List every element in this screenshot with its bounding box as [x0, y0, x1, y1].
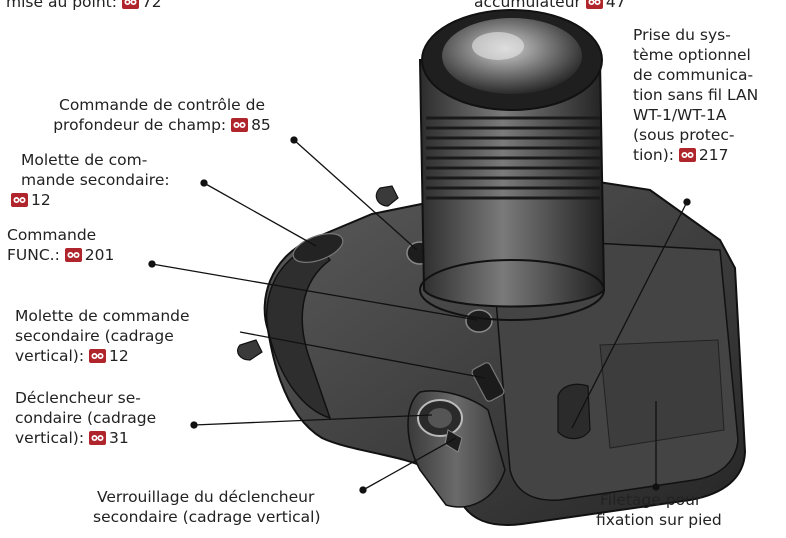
camera-body: [237, 174, 747, 526]
label-dof-preview: Commande de contrôle de profondeur de ch…: [26, 95, 298, 135]
label-sub-command-dial: Molette de com- mande secondaire: 12: [9, 150, 170, 210]
label-lan-line2: tème optionnel: [633, 46, 751, 64]
leader-dot-wireless-lan: [683, 198, 691, 206]
leader-wireless-lan: [571, 201, 688, 429]
label-lan-line7: tion):: [633, 146, 674, 164]
leader-dot-tripod-socket: [652, 483, 660, 491]
label-tripod-line1: Filetage pour: [600, 491, 702, 509]
label-battery-partial: accumulateur 47: [474, 0, 626, 12]
leader-dot-vertical-shutter: [190, 421, 198, 429]
label-battery-page: 47: [605, 0, 626, 11]
label-sub-dial-line2: mande secondaire:: [21, 171, 170, 189]
page-reference-icon: [678, 148, 696, 162]
label-tripod-line2: fixation sur pied: [596, 511, 722, 529]
label-vsd-line2: secondaire (cadrage: [15, 327, 174, 345]
leader-dot-shutter-lock: [359, 486, 367, 494]
label-lan-line3: de communica-: [633, 66, 754, 84]
leader-vertical-sub-dial: [239, 331, 486, 379]
label-func-page: 201: [84, 246, 115, 264]
page-reference-icon: [89, 431, 106, 445]
label-vs-line3: vertical):: [15, 429, 85, 447]
leader-vertical-shutter: [193, 414, 433, 426]
label-battery-text: accumulateur: [474, 0, 581, 11]
leader-func-button: [151, 263, 478, 321]
camera-lens: [418, 9, 606, 321]
leader-dot-sub-command-dial: [200, 179, 208, 187]
label-vsd-line1: Molette de commande: [15, 307, 190, 325]
label-lock-line2: secondaire (cadrage vertical): [93, 508, 321, 526]
label-vsd-line3: vertical):: [15, 347, 85, 365]
label-dof-page: 85: [251, 116, 271, 134]
leader-shutter-lock: [362, 437, 457, 491]
leader-dot-dof-preview: [290, 136, 298, 144]
label-focus-page: 72: [141, 0, 162, 11]
label-func-button: Commande FUNC.: 201: [7, 225, 114, 265]
page-reference-icon: [64, 248, 82, 262]
label-lock-line1: Verrouillage du déclencheur: [97, 488, 315, 506]
label-dof-line1: Commande de contrôle de: [59, 96, 265, 114]
label-shutter-lock: Verrouillage du déclencheur secondaire (…: [93, 487, 321, 527]
label-lan-line5: WT-1/WT-1A: [633, 106, 727, 124]
page-reference-icon: [121, 0, 139, 9]
label-func-line1: Commande: [7, 226, 97, 244]
label-func-line2: FUNC.:: [7, 246, 60, 264]
label-vertical-sub-dial: Molette de commande secondaire (cadrage …: [15, 306, 190, 366]
label-lan-line1: Prise du sys-: [633, 26, 731, 44]
leader-lines: [148, 136, 691, 494]
leader-sub-command-dial: [203, 182, 317, 247]
page-reference-icon: [231, 118, 249, 132]
label-wireless-lan: Prise du sys- tème optionnel de communic…: [633, 25, 758, 165]
label-dof-line2: profondeur de champ:: [53, 116, 227, 134]
page-reference-icon: [11, 193, 28, 207]
label-vsd-page: 12: [109, 347, 129, 365]
page-reference-icon: [89, 349, 106, 363]
label-focus-text: mise au point:: [6, 0, 117, 11]
label-lan-line4: tion sans fil LAN: [633, 86, 759, 104]
leader-dof-preview: [293, 139, 418, 251]
page-reference-icon: [585, 0, 603, 9]
label-sub-dial-line1: Molette de com-: [21, 151, 148, 169]
label-focus-partial: mise au point: 72: [6, 0, 162, 12]
label-vs-line1: Déclencheur se-: [15, 389, 141, 407]
label-sub-dial-page: 12: [31, 191, 51, 209]
label-vs-page: 31: [109, 429, 129, 447]
label-lan-page: 217: [698, 146, 729, 164]
label-vertical-shutter: Déclencheur se- condaire (cadrage vertic…: [15, 388, 156, 448]
label-vs-line2: condaire (cadrage: [15, 409, 157, 427]
label-lan-line6: (sous protec-: [633, 126, 735, 144]
leader-dot-func-button: [148, 260, 156, 268]
label-tripod-socket: Filetage pour fixation sur pied: [596, 490, 722, 530]
